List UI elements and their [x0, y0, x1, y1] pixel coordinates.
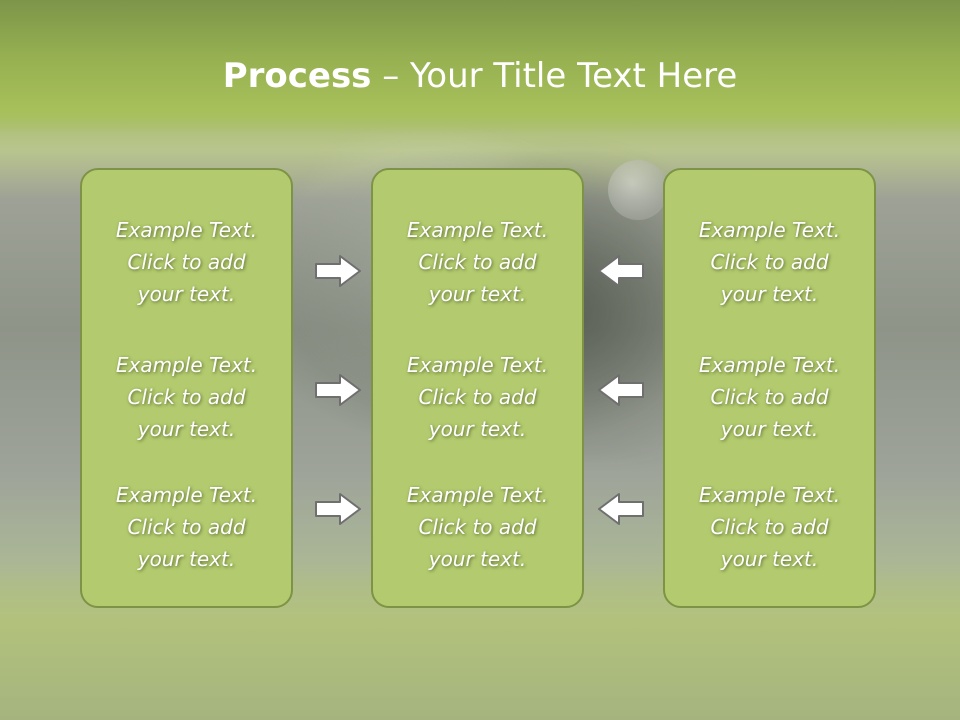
- text-line: your text.: [720, 417, 819, 441]
- text-line: your text.: [720, 282, 819, 306]
- box-1-text-2[interactable]: Example Text. Click to add your text.: [82, 349, 291, 445]
- process-box-1[interactable]: Example Text. Click to add your text. Ex…: [80, 168, 293, 608]
- text-line: Example Text.: [698, 353, 841, 377]
- arrow-right-icon: [315, 374, 361, 406]
- text-line: Click to add: [710, 515, 829, 539]
- text-line: Example Text.: [406, 218, 549, 242]
- box-2-text-2[interactable]: Example Text. Click to add your text.: [373, 349, 582, 445]
- text-line: Click to add: [127, 515, 246, 539]
- arrow-right-icon: [315, 493, 361, 525]
- text-line: Click to add: [127, 385, 246, 409]
- text-line: Click to add: [418, 250, 537, 274]
- box-3-text-3[interactable]: Example Text. Click to add your text.: [665, 479, 874, 575]
- box-3-text-1[interactable]: Example Text. Click to add your text.: [665, 214, 874, 310]
- text-line: your text.: [428, 547, 527, 571]
- arrow-left-icon: [598, 255, 644, 287]
- text-line: your text.: [720, 547, 819, 571]
- text-line: Click to add: [127, 250, 246, 274]
- text-line: Example Text.: [115, 483, 258, 507]
- box-3-text-2[interactable]: Example Text. Click to add your text.: [665, 349, 874, 445]
- text-line: Example Text.: [698, 483, 841, 507]
- process-box-3[interactable]: Example Text. Click to add your text. Ex…: [663, 168, 876, 608]
- text-line: Example Text.: [406, 353, 549, 377]
- text-line: your text.: [137, 417, 236, 441]
- slide-title[interactable]: Process – Your Title Text Here: [0, 54, 960, 98]
- text-line: your text.: [428, 417, 527, 441]
- box-1-text-3[interactable]: Example Text. Click to add your text.: [82, 479, 291, 575]
- text-line: Click to add: [710, 250, 829, 274]
- text-line: your text.: [137, 282, 236, 306]
- title-bold: Process: [222, 56, 372, 96]
- text-line: Click to add: [418, 385, 537, 409]
- arrow-left-icon: [598, 374, 644, 406]
- text-line: Click to add: [418, 515, 537, 539]
- background-soccer-ball: [608, 160, 668, 220]
- text-line: Example Text.: [406, 483, 549, 507]
- box-2-text-3[interactable]: Example Text. Click to add your text.: [373, 479, 582, 575]
- box-1-text-1[interactable]: Example Text. Click to add your text.: [82, 214, 291, 310]
- header-band: [0, 0, 960, 135]
- text-line: Example Text.: [698, 218, 841, 242]
- title-rest: – Your Title Text Here: [371, 56, 738, 96]
- arrow-right-icon: [315, 255, 361, 287]
- text-line: Example Text.: [115, 218, 258, 242]
- text-line: your text.: [428, 282, 527, 306]
- text-line: your text.: [137, 547, 236, 571]
- text-line: Click to add: [710, 385, 829, 409]
- arrow-left-icon: [598, 493, 644, 525]
- process-box-2[interactable]: Example Text. Click to add your text. Ex…: [371, 168, 584, 608]
- box-2-text-1[interactable]: Example Text. Click to add your text.: [373, 214, 582, 310]
- text-line: Example Text.: [115, 353, 258, 377]
